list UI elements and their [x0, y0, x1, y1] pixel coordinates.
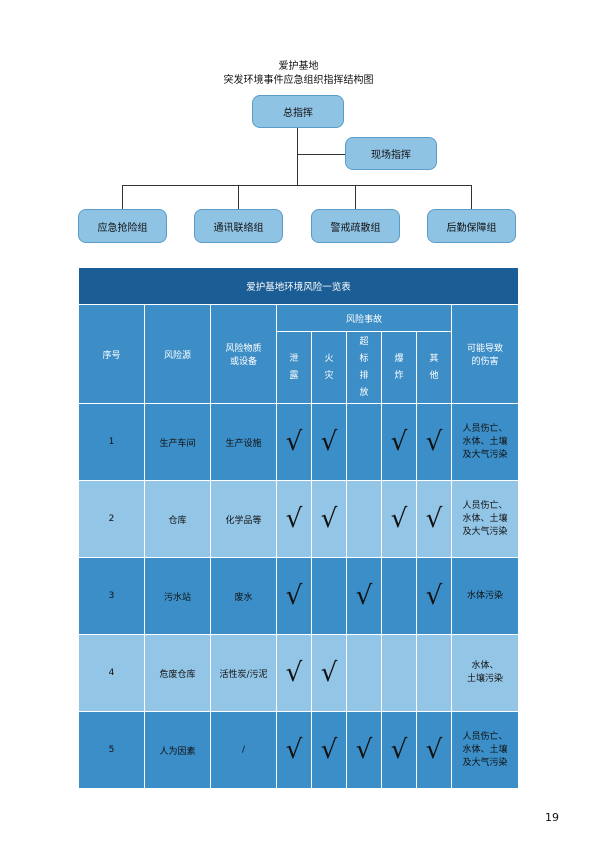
event-leak: 泄露: [276, 331, 312, 404]
row-harm: 人员伤亡、水体、土壤及大气污染: [450, 403, 520, 481]
row-harm: 水体污染: [450, 557, 520, 635]
connector-line: [471, 185, 472, 209]
event-cell: √: [416, 711, 452, 789]
check-mark-icon: √: [425, 581, 443, 611]
event-cell: √: [416, 403, 452, 481]
connector-line: [355, 185, 356, 209]
check-mark-icon: √: [285, 427, 303, 457]
row-material: 废水: [210, 557, 277, 635]
row-material: 活性炭/污泥: [210, 634, 277, 712]
event-cell: √: [381, 711, 417, 789]
check-mark-icon: √: [320, 504, 338, 534]
check-mark-icon: √: [320, 658, 338, 688]
row-harm: 水体、土壤污染: [450, 634, 520, 712]
event-cell: √: [311, 480, 347, 558]
row-seq: 5: [78, 711, 145, 789]
connector-line: [238, 185, 239, 209]
row-seq: 2: [78, 480, 145, 558]
event-cell: [381, 557, 417, 635]
check-mark-icon: √: [425, 427, 443, 457]
check-mark-icon: √: [285, 735, 303, 765]
risk-table: 爱护基地环境风险一览表 序号 风险源 风险物质 或设备 风险事故 可能导致 的伤…: [77, 267, 520, 789]
row-material: 生产设施: [210, 403, 277, 481]
row-harm: 人员伤亡、水体、土壤及大气污染: [450, 480, 520, 558]
event-cell: √: [381, 403, 417, 481]
event-fire: 火灾: [311, 331, 347, 404]
event-cell: √: [276, 711, 312, 789]
evacuation-group-box: 警戒疏散组: [311, 209, 400, 243]
event-cell: [346, 634, 382, 712]
communication-group-box: 通讯联络组: [194, 209, 283, 243]
row-material: /: [210, 711, 277, 789]
header-events: 风险事故: [276, 304, 452, 332]
page-number: 19: [545, 811, 559, 824]
row-material: 化学品等: [210, 480, 277, 558]
row-seq: 4: [78, 634, 145, 712]
header-material: 风险物质 或设备: [210, 304, 277, 404]
event-cell: [346, 480, 382, 558]
event-cell: √: [311, 711, 347, 789]
header-source: 风险源: [144, 304, 211, 404]
row-source: 仓库: [144, 480, 211, 558]
event-cell: [346, 403, 382, 481]
connector-line: [297, 154, 345, 155]
check-mark-icon: √: [390, 427, 408, 457]
check-mark-icon: √: [425, 735, 443, 765]
row-seq: 3: [78, 557, 145, 635]
event-cell: √: [276, 403, 312, 481]
check-mark-icon: √: [390, 504, 408, 534]
event-cell: √: [346, 711, 382, 789]
event-over-discharge: 超标排放: [346, 331, 382, 404]
check-mark-icon: √: [285, 581, 303, 611]
event-cell: √: [276, 634, 312, 712]
row-harm: 人员伤亡、水体、土壤及大气污染: [450, 711, 520, 789]
check-mark-icon: √: [390, 735, 408, 765]
event-cell: √: [416, 557, 452, 635]
header-harm: 可能导致 的伤害: [450, 304, 520, 404]
check-mark-icon: √: [355, 735, 373, 765]
event-cell: [381, 634, 417, 712]
event-cell: √: [276, 480, 312, 558]
check-mark-icon: √: [320, 735, 338, 765]
field-commander-box: 现场指挥: [345, 137, 437, 170]
event-cell: √: [346, 557, 382, 635]
logistics-group-box: 后勤保障组: [427, 209, 516, 243]
check-mark-icon: √: [355, 581, 373, 611]
commander-box: 总指挥: [252, 95, 344, 128]
event-cell: √: [381, 480, 417, 558]
connector-line: [297, 128, 298, 185]
event-cell: [416, 634, 452, 712]
chart-title: 突发环境事件应急组织指挥结构图: [223, 75, 374, 86]
row-seq: 1: [78, 403, 145, 481]
row-source: 人为因素: [144, 711, 211, 789]
event-cell: [311, 557, 347, 635]
base-name: 爱护基地: [278, 61, 319, 72]
row-source: 生产车间: [144, 403, 211, 481]
check-mark-icon: √: [285, 504, 303, 534]
event-cell: √: [311, 403, 347, 481]
event-explosion: 爆炸: [381, 331, 417, 404]
event-cell: √: [276, 557, 312, 635]
rescue-group-box: 应急抢险组: [78, 209, 167, 243]
row-source: 污水站: [144, 557, 211, 635]
check-mark-icon: √: [285, 658, 303, 688]
connector-line: [122, 185, 472, 186]
table-caption: 爱护基地环境风险一览表: [77, 267, 520, 305]
event-other: 其他: [416, 331, 452, 404]
row-source: 危废仓库: [144, 634, 211, 712]
check-mark-icon: √: [320, 427, 338, 457]
event-cell: √: [416, 480, 452, 558]
check-mark-icon: √: [425, 504, 443, 534]
connector-line: [122, 185, 123, 209]
event-cell: √: [311, 634, 347, 712]
header-seq: 序号: [78, 304, 145, 404]
